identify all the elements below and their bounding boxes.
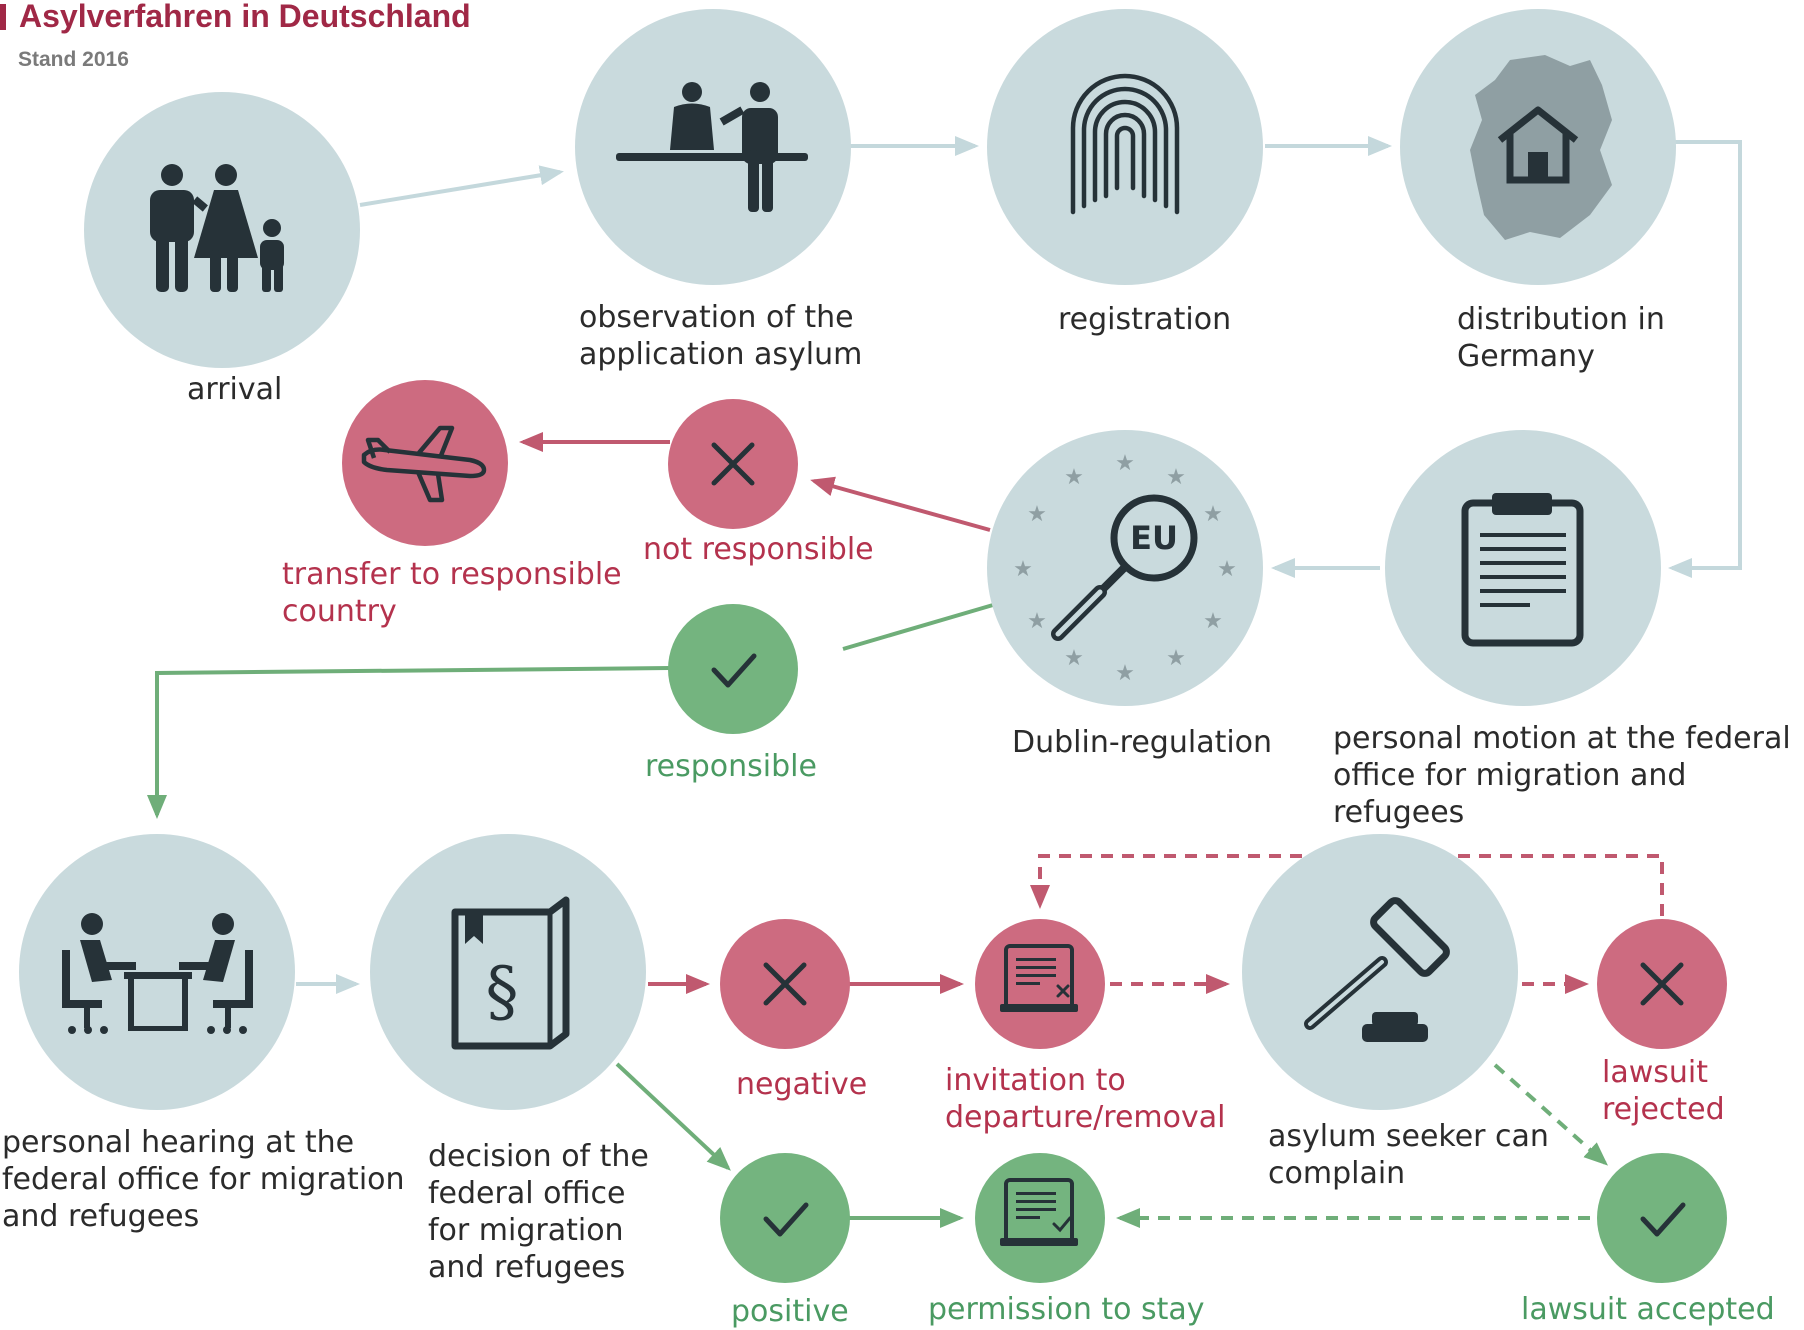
svg-text:★: ★ — [1166, 646, 1186, 671]
cross-icon — [1640, 962, 1684, 1006]
svg-text:★: ★ — [1013, 557, 1033, 582]
node-complain — [1242, 834, 1518, 1110]
svg-text:★: ★ — [1064, 646, 1084, 671]
svg-text:§: § — [486, 953, 519, 1030]
airplane-icon — [361, 425, 487, 503]
arrow-complain-to-lawsuit-accepted — [1493, 1063, 1608, 1166]
svg-text:★: ★ — [1115, 661, 1135, 686]
eu-magnifier-icon: EU — [1051, 494, 1198, 641]
svg-text:★: ★ — [1064, 465, 1084, 490]
check-icon — [763, 1202, 809, 1237]
svg-text:★: ★ — [1217, 557, 1237, 582]
label-lawsuit-rejected: lawsuit rejected — [1602, 1055, 1725, 1127]
clipboard-icon — [1461, 493, 1584, 647]
node-distribution — [1400, 9, 1676, 285]
rejected-document-icon — [1000, 944, 1078, 1012]
node-arrival — [84, 92, 360, 368]
arrow-lawsuit-rejected-to-invitation — [1030, 854, 1664, 916]
node-negative — [720, 919, 850, 1049]
node-transfer — [342, 380, 508, 546]
family-icon — [150, 164, 284, 292]
law-book-icon: § — [451, 896, 570, 1050]
label-observation: observation of the application asylum — [579, 300, 863, 372]
label-responsible: responsible — [645, 749, 817, 784]
interview-table-icon — [62, 913, 253, 1034]
label-distribution: distribution in Germany — [1457, 302, 1665, 374]
node-hearing — [19, 834, 295, 1110]
check-icon — [711, 653, 757, 688]
svg-text:★: ★ — [1027, 609, 1047, 634]
node-decision: § — [370, 834, 646, 1110]
node-personal-motion — [1385, 430, 1661, 706]
node-responsible — [668, 604, 798, 734]
fingerprint-icon — [1070, 73, 1180, 215]
label-negative: negative — [736, 1067, 868, 1102]
node-observation — [575, 9, 851, 285]
svg-text:★: ★ — [1027, 502, 1047, 527]
svg-text:EU: EU — [1130, 519, 1178, 557]
arrow-dublin-to-responsible — [842, 603, 994, 651]
connectors — [147, 136, 1742, 1228]
arrow-responsible-to-hearing — [147, 666, 671, 819]
arrow-arrival-to-observation — [359, 165, 564, 207]
svg-text:★: ★ — [1203, 502, 1223, 527]
arrow-decision-to-positive — [615, 1062, 731, 1171]
node-not-responsible — [668, 399, 798, 529]
label-lawsuit-accepted: lawsuit accepted — [1521, 1292, 1775, 1327]
page-subtitle: Stand 2016 — [18, 48, 129, 71]
svg-text:★: ★ — [1115, 451, 1135, 476]
approved-document-icon — [1000, 1178, 1078, 1246]
label-dublin: Dublin-regulation — [1012, 725, 1273, 760]
germany-house-icon — [1470, 55, 1612, 240]
cross-icon — [763, 962, 807, 1006]
label-positive: positive — [731, 1294, 849, 1329]
arrow-distribution-to-motion — [1668, 140, 1742, 578]
label-complain: asylum seeker can complain — [1268, 1119, 1549, 1191]
node-invitation — [975, 919, 1105, 1049]
arrow-dublin-to-not-responsible — [810, 476, 991, 532]
node-positive — [720, 1153, 850, 1283]
label-permission: permission to stay — [928, 1292, 1205, 1327]
label-hearing: personal hearing at the federal office f… — [2, 1125, 405, 1234]
label-not-responsible: not responsible — [643, 532, 874, 567]
node-lawsuit-rejected — [1597, 919, 1727, 1049]
page-title: Asylverfahren in Deutschland — [19, 0, 471, 34]
eu-stars: ★ ★ ★ ★ ★ ★ ★ ★ ★ ★ ★ ★ — [1013, 451, 1237, 686]
node-registration — [987, 9, 1263, 285]
label-transfer: transfer to responsible country — [282, 557, 622, 629]
reception-desk-icon — [616, 82, 808, 212]
check-icon — [1640, 1202, 1686, 1237]
label-personal-motion: personal motion at the federal office fo… — [1333, 721, 1791, 830]
node-lawsuit-accepted — [1597, 1153, 1727, 1283]
label-registration: registration — [1058, 302, 1232, 337]
node-dublin: ★ ★ ★ ★ ★ ★ ★ ★ ★ ★ ★ ★ EU — [987, 430, 1263, 706]
svg-text:★: ★ — [1166, 465, 1186, 490]
label-decision: decision of the federal office for migra… — [428, 1139, 649, 1285]
cross-icon — [711, 442, 755, 486]
label-invitation: invitation to departure/removal — [945, 1063, 1226, 1135]
gavel-icon — [1304, 897, 1450, 1042]
node-permission — [975, 1153, 1105, 1283]
label-arrival: arrival — [187, 372, 283, 407]
title-accent-bar — [0, 4, 6, 30]
svg-text:★: ★ — [1203, 609, 1223, 634]
